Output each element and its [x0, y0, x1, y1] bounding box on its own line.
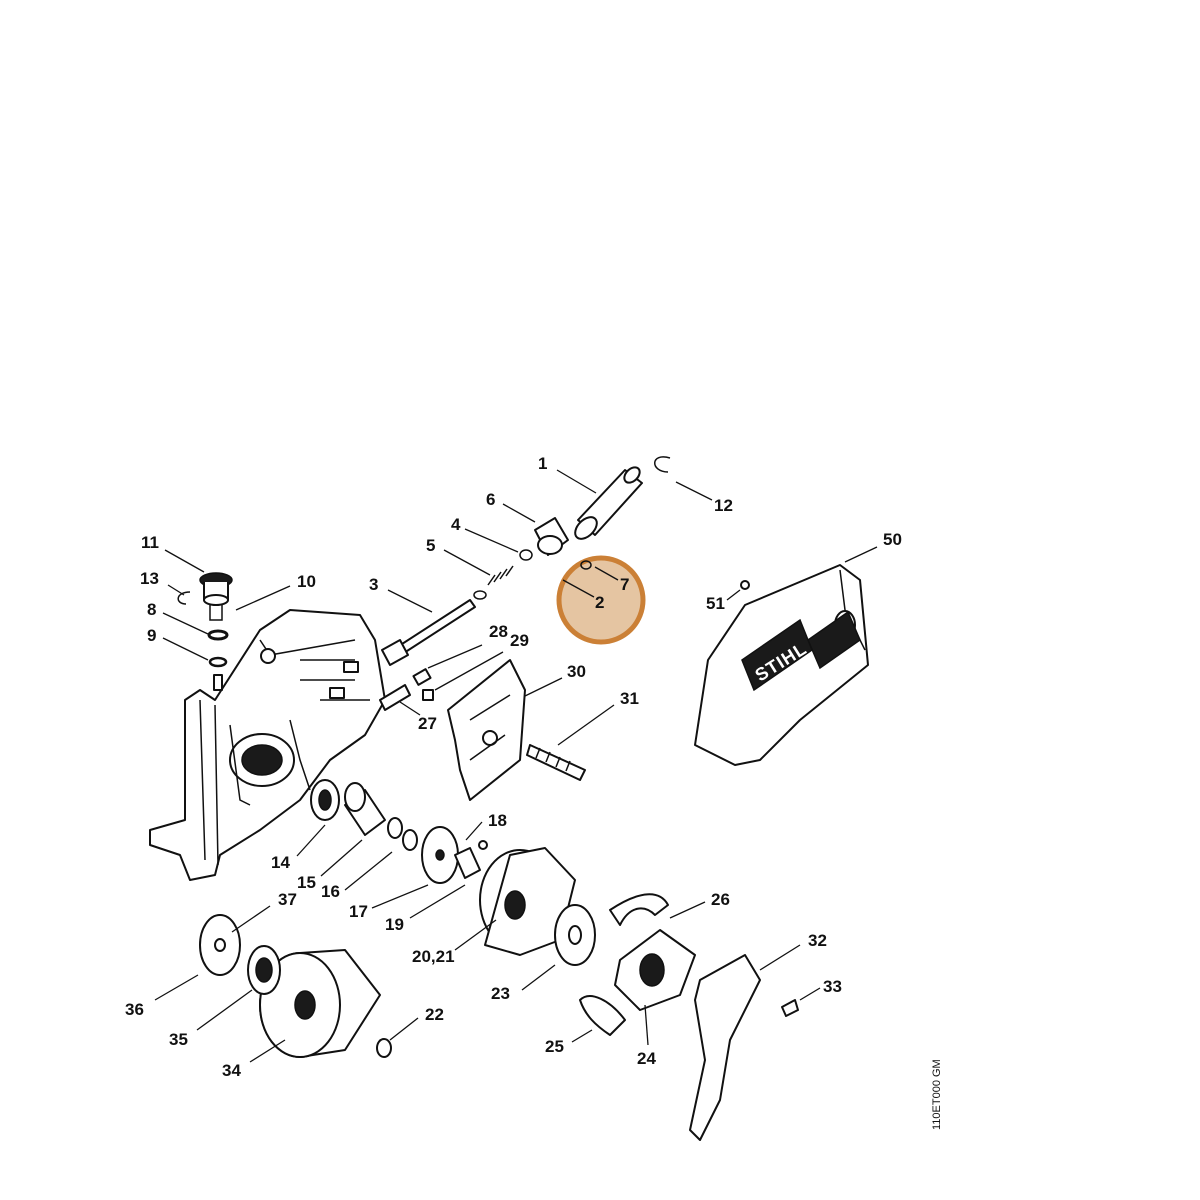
part-label[interactable]: 25 — [545, 1037, 564, 1056]
part-label[interactable]: 4 — [451, 515, 461, 534]
part-label[interactable]: 10 — [297, 572, 316, 591]
part-label[interactable]: 2 — [595, 593, 604, 612]
part-label[interactable]: 20,21 — [412, 947, 455, 966]
part-label[interactable]: 33 — [823, 977, 842, 996]
part-label[interactable]: 22 — [425, 1005, 444, 1024]
part-label[interactable]: 3 — [369, 575, 378, 594]
highlight-marker[interactable] — [556, 555, 646, 645]
pump-housing-6 — [534, 517, 569, 556]
pump-piston — [574, 466, 643, 540]
stud-31 — [526, 744, 586, 781]
spring-5 — [487, 565, 514, 586]
snap-ring-12 — [654, 456, 671, 473]
washer-23 — [554, 904, 596, 966]
clutch-shoe-26 — [609, 893, 669, 926]
adjusting-screw-27 — [379, 684, 411, 711]
part-label[interactable]: 23 — [491, 984, 510, 1003]
nut-22 — [376, 1038, 392, 1058]
part-label[interactable]: 12 — [714, 496, 733, 515]
clutch-drum-34 — [259, 949, 381, 1058]
part-label[interactable]: 8 — [147, 600, 156, 619]
retaining-clip-13 — [177, 591, 191, 605]
needle-cage-15 — [344, 782, 386, 836]
part-label[interactable]: 1 — [538, 454, 547, 473]
part-label[interactable]: 36 — [125, 1000, 144, 1019]
needle-cage-19 — [454, 840, 488, 879]
part-label[interactable]: 29 — [510, 631, 529, 650]
part-label[interactable]: 50 — [883, 530, 902, 549]
part-label[interactable]: 16 — [321, 882, 340, 901]
part-label[interactable]: 19 — [385, 915, 404, 934]
part-label[interactable]: 7 — [620, 575, 629, 594]
clutch-shoe-25 — [579, 995, 626, 1036]
sprocket-cover-50: STIHL — [694, 564, 869, 766]
part-label[interactable]: 31 — [620, 689, 639, 708]
part-label[interactable]: 15 — [297, 873, 316, 892]
part-label[interactable]: 51 — [706, 594, 725, 613]
part-label[interactable]: 37 — [278, 890, 297, 909]
part-label[interactable]: 30 — [567, 662, 586, 681]
crankcase-housing — [149, 609, 386, 881]
part-label[interactable]: 13 — [140, 569, 159, 588]
oil-cap — [199, 572, 233, 621]
nut-28-29 — [412, 668, 434, 701]
part-label[interactable]: 26 — [711, 890, 730, 909]
part-label[interactable]: 35 — [169, 1030, 188, 1049]
part-label[interactable]: 27 — [418, 714, 437, 733]
part-label[interactable]: 24 — [637, 1049, 656, 1068]
leader-lines — [154, 469, 878, 1063]
o-rings-8-9 — [207, 629, 229, 691]
screw-51 — [740, 580, 750, 590]
part-label[interactable]: 5 — [426, 536, 435, 555]
bearing-14 — [310, 779, 340, 821]
part-label[interactable]: 14 — [271, 853, 290, 872]
guide-plate-30 — [447, 659, 526, 801]
pump-rod-3 — [381, 590, 487, 666]
part-label[interactable]: 34 — [222, 1061, 241, 1080]
washer-17 — [421, 826, 459, 884]
part-label[interactable]: 28 — [489, 622, 508, 641]
part-label[interactable]: 18 — [488, 811, 507, 830]
part-labels: 1 2 3 4 5 6 7 8 9 10 11 12 13 14 15 16 1… — [125, 454, 902, 1080]
part-label[interactable]: 32 — [808, 931, 827, 950]
washer-16 — [387, 817, 418, 851]
screw-33 — [781, 999, 799, 1017]
part-label[interactable]: 6 — [486, 490, 495, 509]
part-label[interactable]: 11 — [141, 533, 159, 552]
washers-4-7 — [519, 549, 592, 570]
reference-code: 110ET000 GM — [931, 1059, 943, 1130]
clutch-carrier-24 — [614, 929, 696, 1011]
bearing-35 — [247, 945, 281, 995]
washer-36-37 — [199, 914, 241, 976]
part-label[interactable]: 9 — [147, 626, 156, 645]
chain-catcher-32 — [689, 954, 761, 1141]
part-label[interactable]: 17 — [349, 902, 368, 921]
